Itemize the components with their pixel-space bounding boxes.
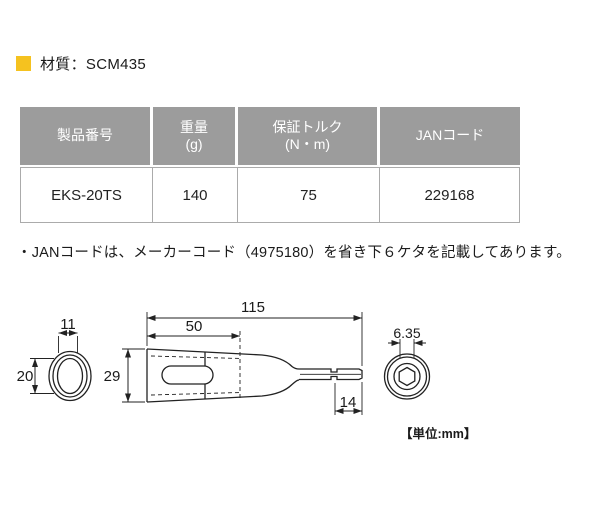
header-product-no: 製品番号	[20, 107, 153, 165]
end-middle-circle	[386, 356, 428, 397]
end-outer-circle	[383, 353, 431, 400]
dim-label-shank-insert: 14	[340, 394, 357, 411]
cell-weight: 140	[153, 167, 238, 223]
side-view: 115 50 29 14	[104, 299, 363, 415]
jan-code-note: ・JANコードは、メーカーコード（4975180）を省き下６ケタを記載してありま…	[17, 245, 571, 261]
yellow-square-bullet-icon	[16, 56, 31, 71]
header-torque-label: 保証トルク	[272, 118, 343, 135]
end-hexagon	[398, 366, 416, 387]
spec-table-header-row: 製品番号 重量 (g) 保証トルク (N・m) JANコード	[20, 107, 520, 165]
header-torque: 保証トルク (N・m)	[238, 107, 380, 165]
unit-label: 【単位:mm】	[400, 426, 476, 441]
spec-table-data-row: EKS-20TS 140 75 229168	[20, 167, 520, 223]
dim-label-hex-size: 6.35	[393, 325, 420, 341]
front-middle-ellipse	[52, 354, 88, 398]
cell-jan-code: 229168	[380, 167, 520, 223]
dim-label-body-diameter: 29	[104, 368, 121, 385]
dim-label-total-length: 115	[241, 299, 265, 316]
dim-label-front-height: 20	[17, 368, 34, 385]
front-outer-ellipse	[48, 350, 92, 402]
dim-label-front-width: 11	[60, 316, 76, 333]
header-weight-unit: (g)	[185, 136, 203, 152]
technical-drawing: 11 20 115 50 29	[0, 280, 600, 500]
header-jan-code-label: JANコード	[415, 127, 485, 144]
material-spec-line: 材質：SCM435	[16, 53, 146, 74]
header-torque-unit: (N・m)	[284, 136, 331, 152]
dim-label-sleeve-length: 50	[186, 318, 203, 335]
cell-product-no: EKS-20TS	[20, 167, 153, 223]
spec-table: 製品番号 重量 (g) 保証トルク (N・m) JANコード EKS-20TS …	[20, 107, 520, 223]
header-product-no-label: 製品番号	[57, 127, 113, 144]
front-inner-ellipse	[56, 357, 84, 395]
body-bottom-edge	[146, 379, 300, 403]
material-label: 材質：SCM435	[40, 56, 147, 73]
body-top-edge	[146, 348, 300, 370]
header-weight-label: 重量	[180, 118, 208, 135]
front-view: 11 20	[17, 316, 92, 402]
header-weight: 重量 (g)	[153, 107, 238, 165]
hex-shank	[299, 368, 363, 381]
cell-torque: 75	[238, 167, 380, 223]
header-jan-code: JANコード	[380, 107, 520, 165]
end-inner-circle	[393, 362, 421, 391]
end-view: 6.35	[383, 325, 431, 400]
sleeve-slot	[161, 365, 214, 385]
